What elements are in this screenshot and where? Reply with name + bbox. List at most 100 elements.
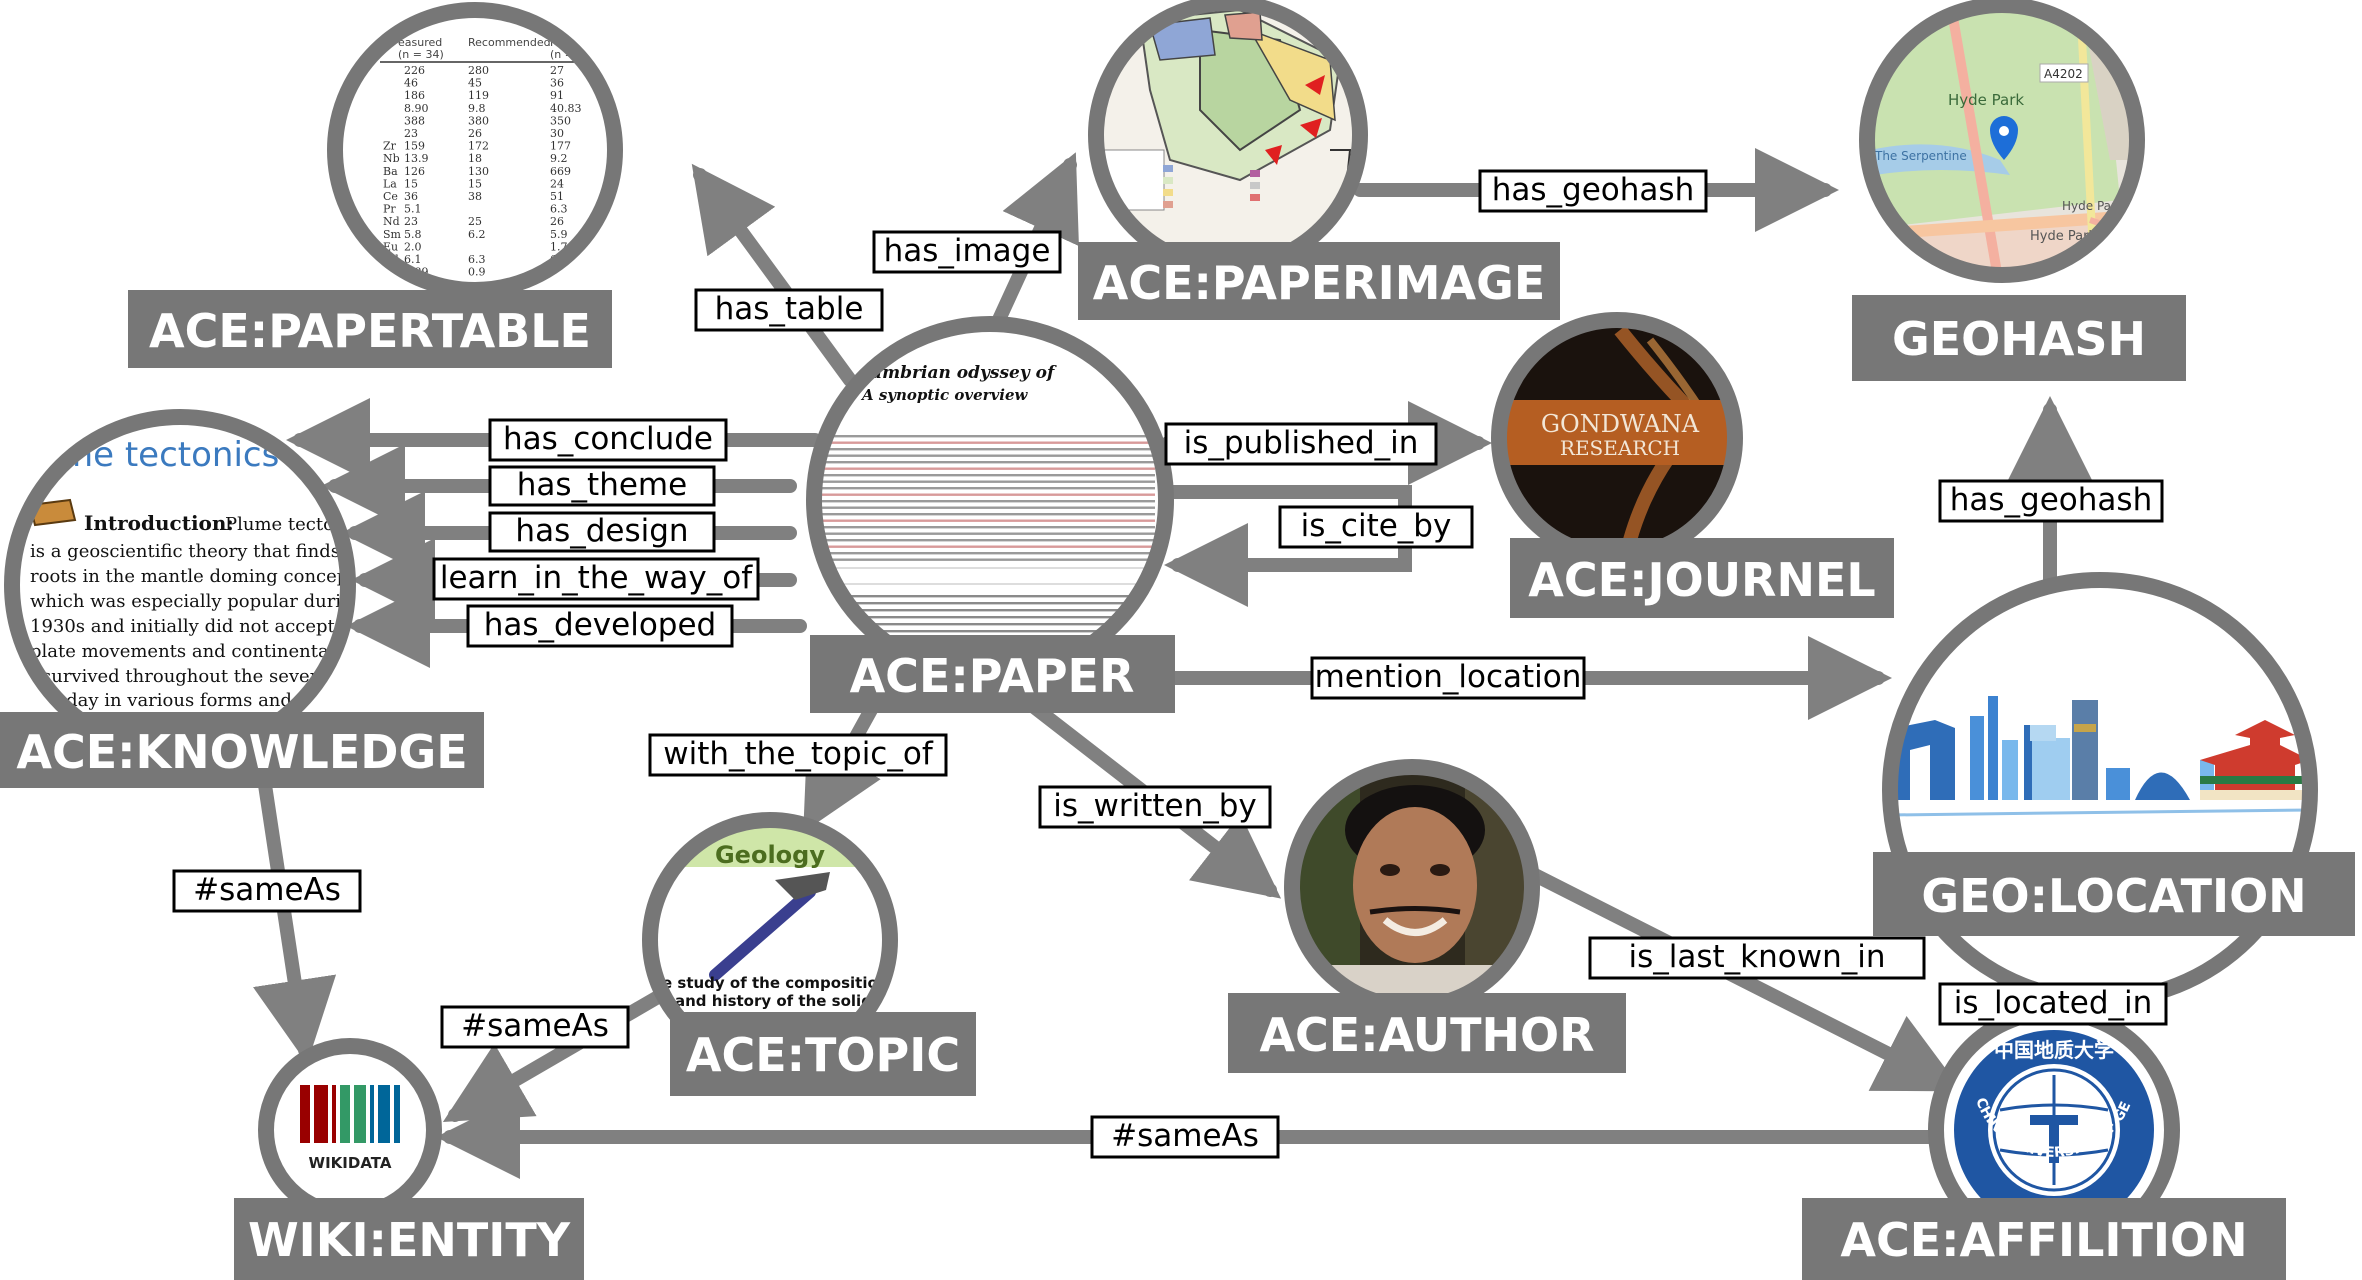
paper-text-line [815, 441, 1155, 444]
node-location: GEO:LOCATION [1873, 572, 2355, 1008]
journal-name-line-2: RESEARCH [1560, 436, 1680, 460]
table-cell: 6.8 [612, 253, 630, 266]
node-entity: WIKIDATA WIKI:ENTITY [234, 1038, 584, 1280]
topic-banner: Geology [715, 841, 825, 869]
map-label-hyde-park: Hyde Park [1948, 91, 2024, 109]
paper-thumbnail: ecambrian odyssey of A synoptic overview [814, 363, 1163, 633]
table-cell: 45 [468, 77, 482, 90]
table-header-2: (n = 34) [398, 48, 444, 61]
paper-summary-line [815, 623, 1145, 626]
table-cell: 18 [612, 64, 626, 77]
table-cell: 26 [550, 215, 564, 228]
table-cell: 36 [404, 190, 418, 203]
edge-same-as-topic [442, 983, 677, 1123]
node-journel: GONDWANA RESEARCH ACE:JOURNEL [1491, 312, 1894, 618]
table-cell: 350 [550, 114, 571, 127]
table-cell: 46 [404, 77, 418, 90]
paper-text-line [815, 480, 1155, 483]
table-cell: Pr [383, 203, 396, 216]
node-label-affilition: ACE:AFFILITION [1840, 1213, 2247, 1267]
paper-text-line [815, 519, 1155, 522]
paper-summary-line [815, 609, 1145, 612]
table-cell: 6.3 [468, 253, 486, 266]
paper-text-line [815, 513, 1155, 516]
table-cell: 38 [468, 190, 482, 203]
edge-label-has-theme: has_theme [517, 467, 687, 503]
table-cell: 0.9 [468, 266, 486, 279]
table-cell: Sm [383, 228, 402, 241]
paper-text-line [815, 493, 1155, 496]
paper-text-line [815, 454, 1155, 457]
table-cell: Nb [383, 152, 400, 165]
knowledge-intro-title: Introduction: [84, 511, 234, 535]
paper-text-line [815, 552, 1155, 555]
edge-label-same-as-affiliation: #sameAs [1111, 1118, 1259, 1154]
node-label-entity: WIKI:ENTITY [248, 1213, 571, 1267]
node-topic: Geology e study of the composition, stru… [642, 812, 976, 1096]
table-cell: 15 [404, 177, 418, 190]
paper-title-line-2: A synoptic overview [860, 386, 1029, 404]
edge-label-is-located-in: is_located_in [1954, 985, 2153, 1021]
table-cell: 5.8 [404, 228, 422, 241]
table-cell: 25 [468, 215, 482, 228]
edge-label-has-image: has_image [884, 233, 1051, 269]
node-paper: ecambrian odyssey of A synoptic overview… [806, 316, 1175, 713]
table-cell: 23 [404, 215, 418, 228]
table-cell: 30 [550, 127, 564, 140]
table-cell: 23 [404, 127, 418, 140]
topic-caption-line-2: and history of the solid earth [675, 992, 923, 1010]
paper-title-line-1: ecambrian odyssey of [850, 363, 1057, 383]
table-cell: 280 [468, 64, 489, 77]
table-cell: 18 [468, 152, 482, 165]
edge-label-same-as-topic: #sameAs [461, 1008, 609, 1044]
knowledge-line-0: Plume tectoni [225, 514, 352, 535]
wikidata-logo: WIKIDATA [300, 1085, 400, 1172]
table-cell: 5.9 [550, 228, 568, 241]
map-label-rsbridge: rsbridge [1868, 263, 1926, 279]
node-label-papertable: ACE:PAPERTABLE [149, 304, 591, 358]
table-cell: 91 [550, 89, 564, 102]
paper-text-line [815, 558, 1155, 561]
paper-text-line [815, 500, 1155, 503]
table-cell: 8.90 [404, 102, 429, 115]
edge-label-is-last-known-in: is_last_known_in [1628, 939, 1885, 975]
knowledge-line-6: survived throughout the seventies [42, 666, 354, 687]
table-cell: 226 [404, 64, 425, 77]
seal-chinese-name: 中国地质大学 [1994, 1038, 2114, 1062]
node-label-author: ACE:AUTHOR [1259, 1008, 1594, 1062]
table-cell: 380 [468, 114, 489, 127]
paper-text-line [815, 448, 1155, 451]
knowledge-line-5: plate movements and continental drifti [30, 641, 386, 662]
table-cell: 27 [550, 64, 564, 77]
node-label-topic: ACE:TOPIC [686, 1028, 960, 1082]
edge-labels: has_table has_image has_geohash has_conc… [172, 169, 2168, 1159]
node-label-paper: ACE:PAPER [850, 649, 1135, 703]
edge-label-is-published-in: is_published_in [1184, 425, 1419, 461]
paper-text-line [815, 506, 1155, 509]
edge-label-with-the-topic-of: with_the_topic_of [663, 736, 934, 772]
paper-text-line [815, 435, 1155, 438]
node-label-location: GEO:LOCATION [1921, 869, 2306, 923]
table-cell: 2.0 [404, 240, 422, 253]
node-affilition: 中国地质大学 1952 CHINA UNIVERSITY OF GEOSCIEN… [1802, 1004, 2286, 1280]
edge-label-has-developed: has_developed [484, 607, 716, 643]
table-cell: 24 [550, 177, 564, 190]
topic-caption-line-1: e study of the composition, structu [662, 974, 960, 992]
knowledge-line-7: today in various forms and [48, 690, 292, 711]
table-cell: 5.1 [404, 203, 422, 216]
table-cell: Ba [383, 165, 398, 178]
table-cell: 186 [404, 89, 425, 102]
paper-text-line [815, 461, 1155, 464]
table-cell: 15 [468, 177, 482, 190]
wikidata-wordmark: WIKIDATA [309, 1154, 392, 1172]
table-cell: 172 [468, 140, 489, 153]
table-cell: 669 [550, 165, 571, 178]
table-cell: Nd [383, 215, 400, 228]
journal-name-line-1: GONDWANA [1541, 410, 1700, 438]
edge-label-same-as-knowledge: #sameAs [193, 872, 341, 908]
table-cell: 28 [612, 215, 626, 228]
paper-text-line [815, 539, 1155, 542]
paper-text-line [815, 532, 1155, 535]
edge-label-mention-location: mention_location [1315, 659, 1582, 695]
